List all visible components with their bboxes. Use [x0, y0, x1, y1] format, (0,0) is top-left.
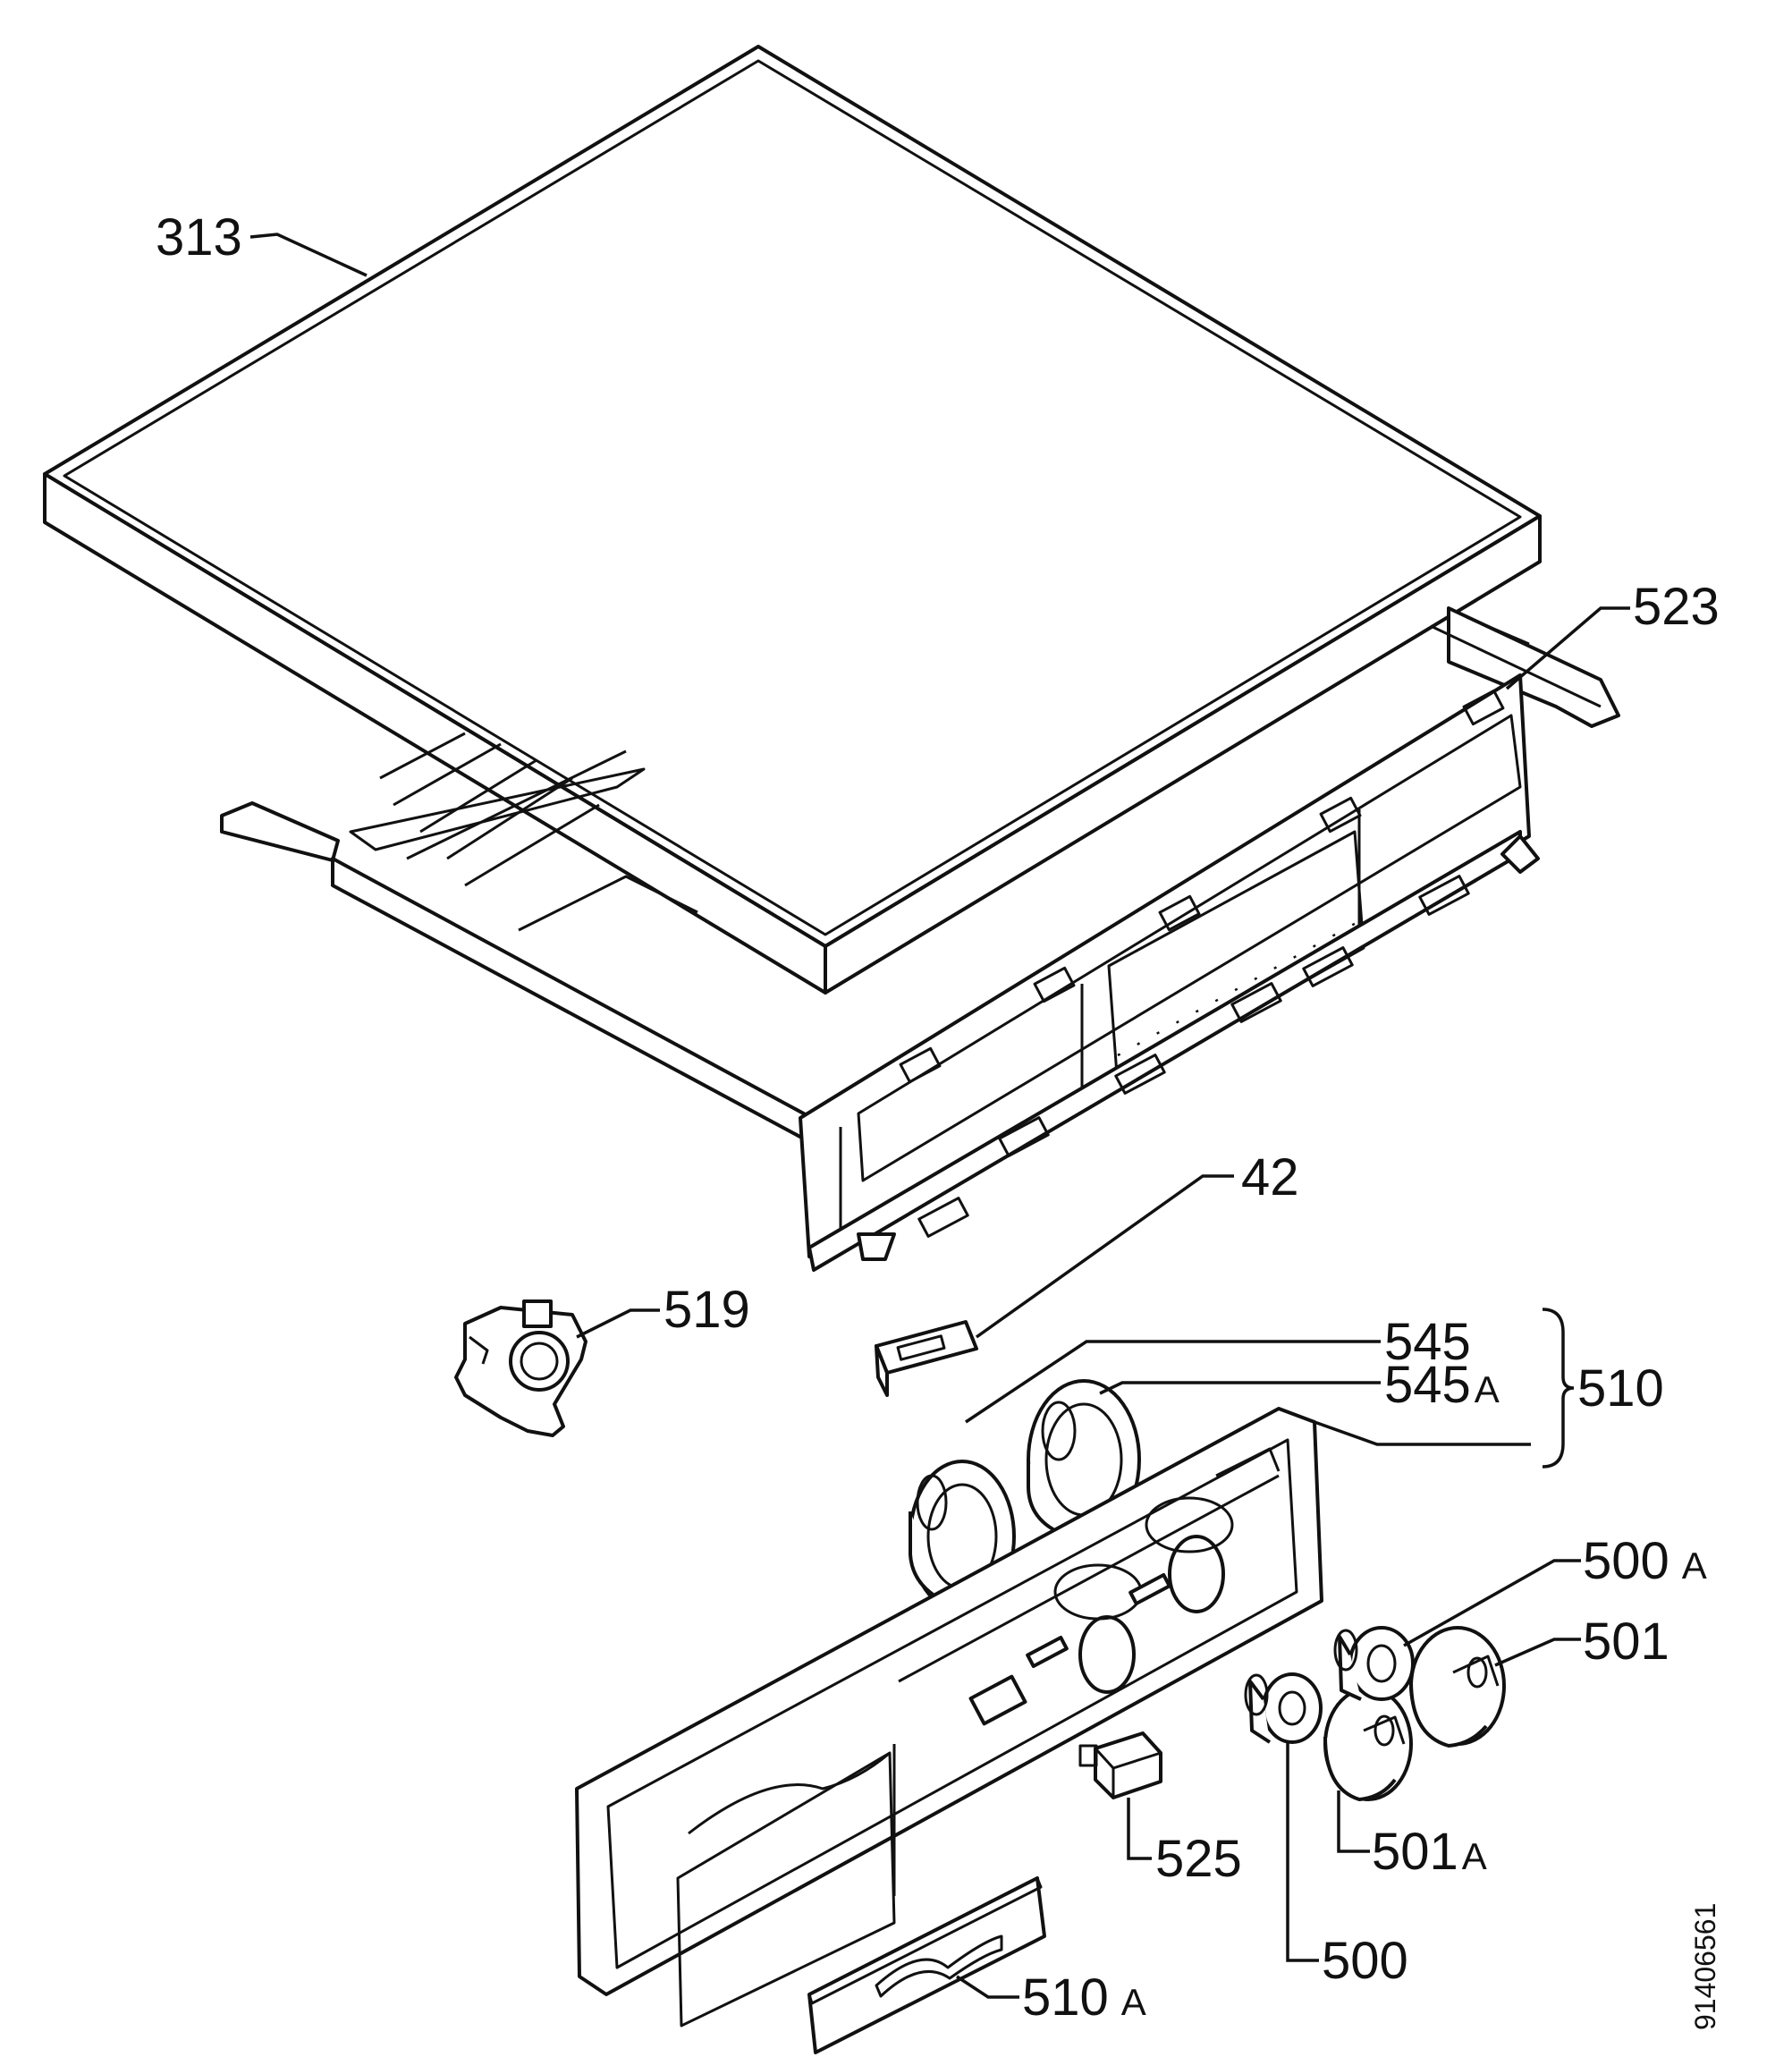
knob-501a[interactable]: [1323, 1687, 1413, 1801]
knob-shaft-500a[interactable]: [1333, 1626, 1415, 1701]
label-501: 501: [1583, 1613, 1669, 1671]
clip-42[interactable]: [875, 1320, 978, 1397]
label-545: 545: [1384, 1313, 1471, 1371]
bracket-519[interactable]: [454, 1299, 587, 1437]
label-545a: 545A: [1384, 1356, 1500, 1414]
label-519: 519: [664, 1281, 750, 1339]
label-525: 525: [1155, 1830, 1242, 1888]
top-cover-313[interactable]: [43, 45, 1542, 995]
control-panel-frame-523[interactable]: [220, 606, 1620, 1272]
label-510: 510: [1577, 1359, 1664, 1418]
document-number: 91406561: [1689, 1903, 1721, 2030]
switch-525[interactable]: [1078, 1731, 1162, 1799]
label-501a: 501A: [1372, 1823, 1487, 1881]
label-500: 500: [1322, 1932, 1408, 1990]
label-313: 313: [156, 208, 242, 267]
leader-lines: [249, 233, 1630, 1999]
knob-shaft-500[interactable]: [1244, 1672, 1323, 1744]
control-panel-fascia-510[interactable]: [575, 1407, 1323, 2027]
flap-510a[interactable]: [807, 1876, 1046, 2054]
knob-501[interactable]: [1409, 1626, 1506, 1748]
label-523: 523: [1633, 578, 1720, 636]
label-42: 42: [1241, 1148, 1299, 1206]
